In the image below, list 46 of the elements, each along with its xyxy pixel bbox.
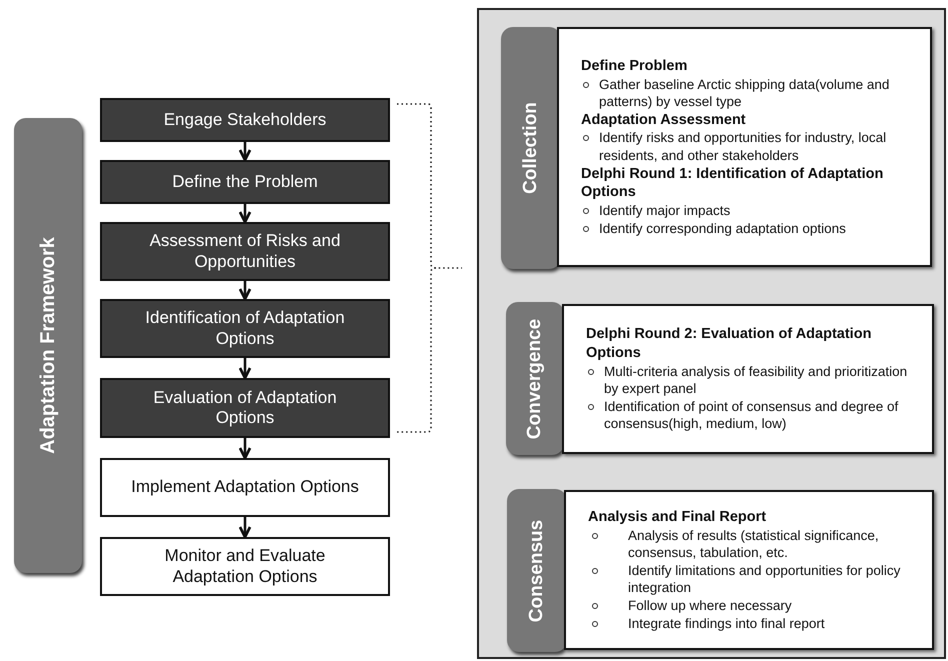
section-heading: Delphi Round 2: Evaluation of Adaptation Options (586, 325, 872, 363)
arrow (238, 517, 252, 538)
arrow (238, 204, 252, 224)
stage-content-box (564, 490, 934, 650)
bullet-item: Integrate findings into final report (588, 614, 922, 632)
section-heading: Delphi Round 1: Identification of Adaptation Options (581, 164, 884, 202)
bullet-item: Identify risks and opportunities for industry, local residents, and other stakeholders (581, 129, 920, 165)
bullet-item: Identify major impacts (581, 202, 920, 220)
step-label: Evaluation of Adaptation Options (152, 388, 338, 428)
step-label: Implement Adaptation Options (131, 477, 359, 498)
stage-tab (506, 302, 564, 455)
step-label: Identification of Adaptation Options (144, 308, 346, 349)
bullet-item: Identify corresponding adaptation options (581, 220, 920, 238)
stage-tab (507, 489, 567, 652)
stage-label: Consensus (526, 519, 548, 622)
process-box (100, 458, 390, 517)
stage-label: Convergence (524, 318, 546, 439)
step-label: Engage Stakeholders (164, 110, 326, 130)
bullet-item: Identify limitations and opportunities for policy integration (588, 562, 922, 597)
process-box (100, 299, 390, 358)
step-label: Assessment of Risks and Opportunities (148, 231, 342, 272)
bullet-item: Identification of point of consensus and degree of consensus(high, medium, low) (586, 398, 922, 433)
bullet-item: Multi-criteria analysis of feasibility and prioritization by expert panel (586, 362, 922, 398)
process-box (100, 98, 390, 142)
bullet-item: Follow up where necessary (588, 596, 922, 615)
bullet-item: Gather baseline Arctic shipping data(volume and patterns) by vessel type (581, 76, 920, 111)
stage-panel (477, 8, 946, 659)
arrow (238, 142, 252, 162)
stage-content-box (562, 304, 934, 454)
process-box (100, 537, 390, 596)
process-box (100, 378, 390, 438)
section-heading: Define Problem (581, 56, 688, 76)
stage-label: Collection (520, 102, 542, 194)
step-label: Monitor and Evaluate Adaptation Options (164, 546, 326, 587)
section-heading: Adaptation Assessment (581, 110, 747, 130)
process-box (100, 160, 390, 204)
arrow (238, 281, 252, 300)
process-box (100, 222, 390, 281)
stage-label: Adaptation Framework (36, 237, 60, 454)
bullet-item: Analysis of results (statistical significance, consensus, tabulation, etc. (588, 526, 922, 562)
arrow (238, 438, 252, 460)
arrow (238, 358, 252, 380)
stage-tab (14, 118, 82, 573)
stage-content-box (557, 27, 932, 267)
step-label: Define the Problem (172, 172, 318, 192)
section-heading: Analysis and Final Report (588, 508, 768, 527)
